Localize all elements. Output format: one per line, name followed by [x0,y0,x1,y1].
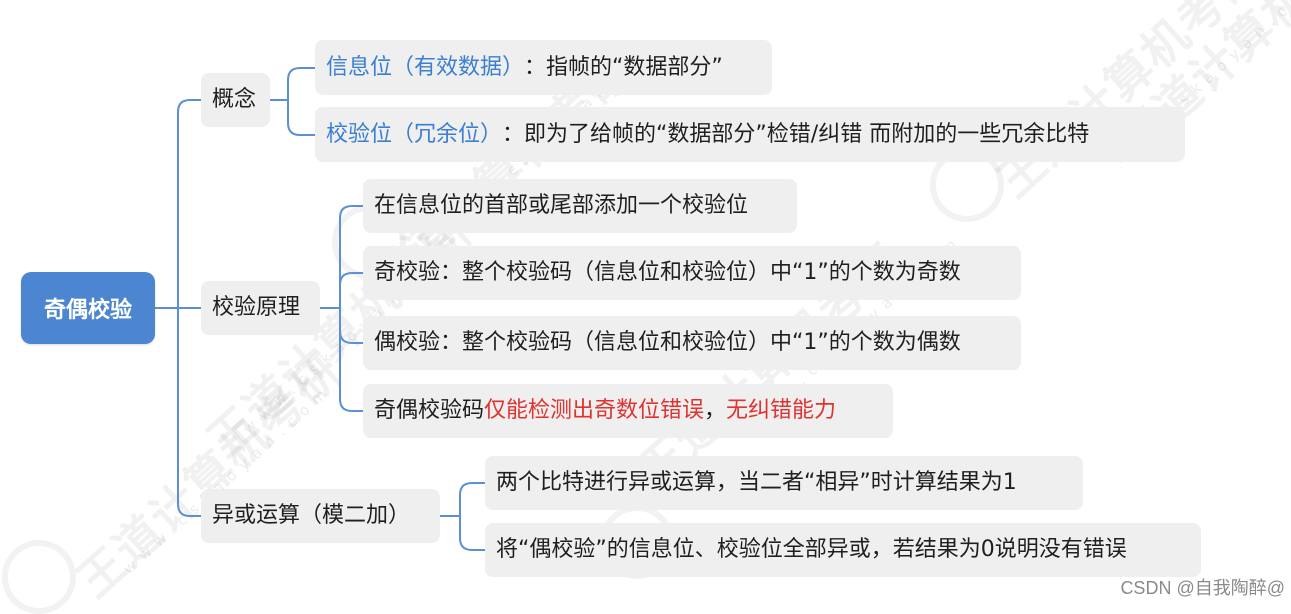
info-bit-node[interactable]: 信息位（有效数据） ：指帧的“数据部分” [315,40,772,95]
limit-prefix: 奇偶校验码 [374,398,485,423]
principle-item-limit[interactable]: 奇偶校验码 仅能检测出奇数位错误 ， 无纠错能力 [363,384,893,438]
principle-item-append[interactable]: 在信息位的首部或尾部添加一个校验位 [363,179,797,233]
info-bit-term: 信息位（有效数据） [326,54,525,80]
credit-label: CSDN @自我陶醉@ [1120,578,1285,598]
principle-item-even[interactable]: 偶校验：整个校验码（信息位和校验位）中“1”的个数为偶数 [363,316,1021,370]
xor-item-check[interactable]: 将“偶校验”的信息位、校验位全部异或，若结果为0说明没有错误 [485,523,1201,577]
check-bit-desc: ：即为了给帧的“数据部分”检错/纠错 而附加的一些冗余比特 [502,121,1090,147]
root-node[interactable]: 奇偶校验 [21,272,155,344]
concept-node[interactable]: 概念 [201,73,270,127]
principle-item-odd[interactable]: 奇校验：整个校验码（信息位和校验位）中“1”的个数为奇数 [363,246,1021,300]
limit-detect-odd: 仅能检测出奇数位错误 [484,398,705,423]
info-bit-desc: ：指帧的“数据部分” [524,54,723,80]
xor-node[interactable]: 异或运算（模二加） [201,489,440,543]
check-bit-node[interactable]: 校验位（冗余位） ：即为了给帧的“数据部分”检错/纠错 而附加的一些冗余比特 [315,107,1185,162]
xor-item-rule[interactable]: 两个比特进行异或运算，当二者“相异”时计算结果为1 [485,456,1083,510]
limit-no-correct: 无纠错能力 [726,398,837,423]
limit-comma: ， [704,398,727,423]
principle-node[interactable]: 校验原理 [201,281,320,335]
check-bit-term: 校验位（冗余位） [326,121,503,147]
